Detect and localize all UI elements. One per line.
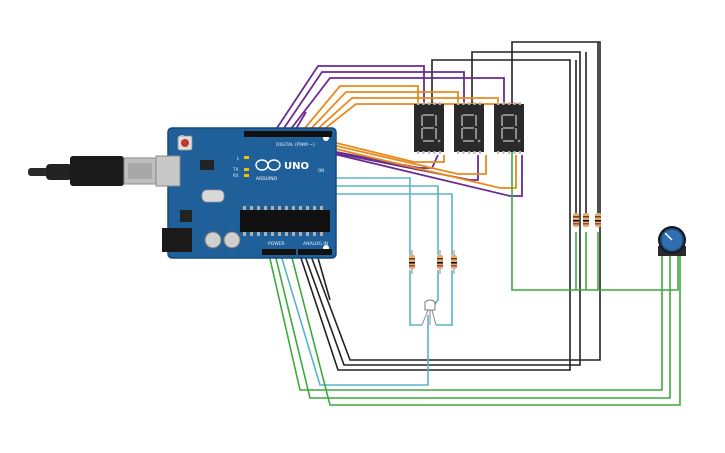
display-decimal-point bbox=[437, 139, 441, 143]
display-segment bbox=[463, 140, 474, 142]
display-3 bbox=[494, 102, 524, 154]
resistor bbox=[437, 250, 443, 274]
digital-header bbox=[244, 131, 332, 137]
display-segment bbox=[501, 128, 503, 139]
digital-label: DIGITAL (PWM ~) bbox=[276, 142, 315, 148]
display-segment bbox=[461, 115, 463, 126]
display-segment bbox=[503, 127, 514, 129]
reset-button[interactable] bbox=[177, 135, 193, 151]
l-led bbox=[244, 156, 249, 159]
display-segment bbox=[463, 114, 474, 116]
display-segment bbox=[501, 115, 503, 126]
display-decimal-point bbox=[517, 139, 521, 143]
resistor bbox=[595, 213, 601, 227]
rx-led bbox=[244, 174, 249, 177]
atmega-chip bbox=[240, 206, 330, 236]
capacitor bbox=[204, 231, 222, 249]
analog-header bbox=[298, 249, 332, 255]
on-label: ON bbox=[318, 168, 324, 173]
display-segment bbox=[421, 115, 423, 126]
tx-led bbox=[244, 168, 249, 171]
usb-chip bbox=[200, 160, 214, 170]
display-segment bbox=[435, 128, 437, 139]
arduino-board: UNO ARDUINO DIGITAL (PWM ~) POWER ANALOG… bbox=[155, 127, 337, 259]
resistor bbox=[451, 250, 457, 274]
arduino-logo bbox=[255, 159, 281, 171]
resistor bbox=[583, 213, 589, 227]
temperature-sensor bbox=[421, 299, 437, 326]
usb-cable bbox=[28, 156, 157, 186]
display-segment bbox=[423, 140, 434, 142]
board-model-label: UNO bbox=[284, 161, 309, 172]
resistors-right bbox=[573, 213, 601, 227]
power-label: POWER bbox=[268, 241, 285, 247]
power-jack bbox=[162, 228, 192, 252]
display-segment bbox=[515, 115, 517, 126]
display-segment bbox=[461, 128, 463, 139]
display-2 bbox=[454, 102, 484, 154]
tx-label: TX bbox=[232, 167, 238, 172]
usb-port bbox=[155, 155, 181, 187]
rx-label: RX bbox=[233, 173, 239, 178]
resistor bbox=[573, 213, 579, 227]
display-segment bbox=[475, 128, 477, 139]
l-label: L bbox=[237, 156, 240, 161]
voltage-regulator bbox=[180, 210, 192, 222]
resistor bbox=[409, 250, 415, 274]
display-segment bbox=[503, 140, 514, 142]
display-segment bbox=[515, 128, 517, 139]
crystal bbox=[201, 189, 225, 203]
resistors-left bbox=[409, 250, 457, 274]
power-header bbox=[262, 249, 296, 255]
display-decimal-point bbox=[477, 139, 481, 143]
display-segment bbox=[475, 115, 477, 126]
potentiometer[interactable] bbox=[658, 226, 686, 256]
analog-label: ANALOG IN bbox=[303, 241, 328, 247]
display-segment bbox=[421, 128, 423, 139]
display-segment bbox=[423, 114, 434, 116]
display-segment bbox=[503, 114, 514, 116]
capacitor bbox=[223, 231, 241, 249]
seven-segment-displays bbox=[414, 102, 524, 154]
display-segment bbox=[463, 127, 474, 129]
board-brand-label: ARDUINO bbox=[256, 176, 278, 182]
display-1 bbox=[414, 102, 444, 154]
green-wires bbox=[267, 108, 681, 406]
display-segment bbox=[435, 115, 437, 126]
display-segment bbox=[423, 127, 434, 129]
